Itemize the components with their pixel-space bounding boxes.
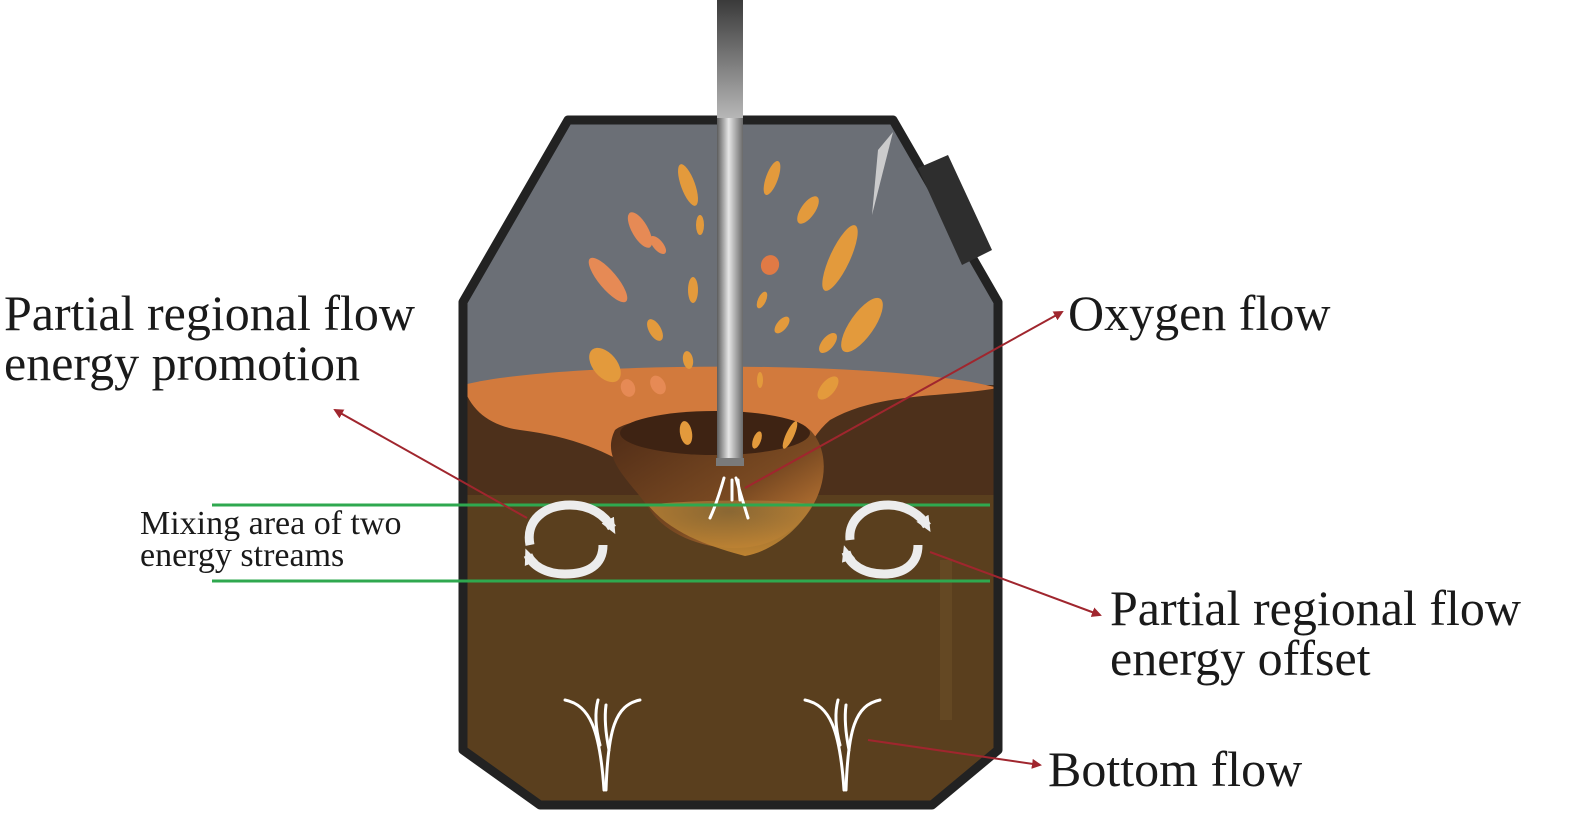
side-nozzle <box>918 155 992 265</box>
droplet <box>774 316 790 334</box>
arrow-bottom <box>867 739 1042 769</box>
pointer-arrows <box>333 311 1102 769</box>
oxygen-jets <box>708 476 750 520</box>
arrow-oxygen <box>744 311 1064 489</box>
droplet <box>679 421 693 445</box>
droplet <box>696 215 704 235</box>
arrow-offset <box>929 551 1102 617</box>
droplet <box>756 291 768 309</box>
droplet <box>757 372 763 388</box>
droplet <box>841 297 883 353</box>
label-mixing-area-line2: energy streams <box>140 537 345 575</box>
droplet <box>819 333 837 353</box>
droplet <box>817 376 839 400</box>
droplet <box>649 235 667 255</box>
droplet <box>650 375 666 395</box>
bottom-jet-icon <box>803 698 882 792</box>
droplet <box>688 277 698 303</box>
swirl-arrow-icon <box>841 500 931 579</box>
label-oxygen-flow: Oxygen flow <box>1068 285 1331 341</box>
droplet <box>763 160 781 196</box>
label-energy-promotion-line1: Partial regional flow <box>4 285 415 341</box>
label-mixing-area: Mixing area of two energy streams <box>140 505 402 575</box>
label-energy-offset: Partial regional flow energy offset <box>1110 583 1521 683</box>
label-bottom-flow: Bottom flow <box>1048 741 1303 797</box>
droplets <box>588 160 883 449</box>
droplet <box>620 379 636 397</box>
bottom-jet-icon <box>563 698 642 792</box>
droplet <box>589 347 621 383</box>
droplet <box>647 319 663 341</box>
label-energy-promotion-line2: energy promotion <box>4 335 360 391</box>
droplet <box>797 196 819 224</box>
label-energy-offset-line2: energy offset <box>1110 630 1371 686</box>
droplet <box>822 225 858 291</box>
droplet <box>588 257 628 303</box>
label-energy-promotion: Partial regional flow energy promotion <box>4 288 415 388</box>
droplet <box>627 212 653 248</box>
droplet <box>678 164 698 206</box>
label-mixing-area-line1: Mixing area of two <box>140 505 402 542</box>
droplet <box>760 255 780 275</box>
droplet <box>782 421 798 449</box>
swirl-arrow-icon <box>523 500 616 579</box>
droplet <box>752 431 762 449</box>
arrow-promotion <box>333 409 528 519</box>
oxygen-lance <box>716 0 744 466</box>
droplet <box>682 351 694 369</box>
label-energy-offset-line1: Partial regional flow <box>1110 580 1521 636</box>
